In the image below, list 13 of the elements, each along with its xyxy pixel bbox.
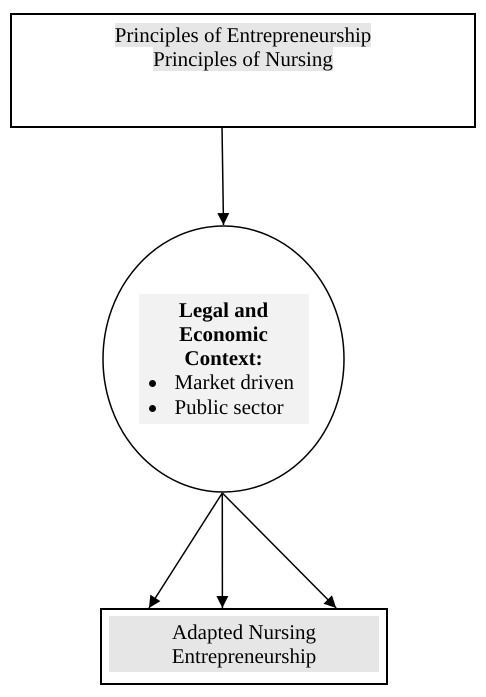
arrow [148,492,223,608]
bullet-item: Market driven [144,370,302,395]
process-box [10,13,476,128]
context-heading: Legal and Economic Context: [178,298,270,370]
arrow [222,492,337,609]
arrow [216,493,228,608]
ellipse-node [102,225,345,493]
node-text: Principles of Entrepreneurship [114,23,372,47]
bullet-item: Public sector [144,395,302,420]
node-text: Adapted Nursing Entrepreneurship [109,616,379,672]
node-text: Principles of Nursing [153,47,333,71]
arrow [217,128,230,226]
process-box [100,608,388,685]
